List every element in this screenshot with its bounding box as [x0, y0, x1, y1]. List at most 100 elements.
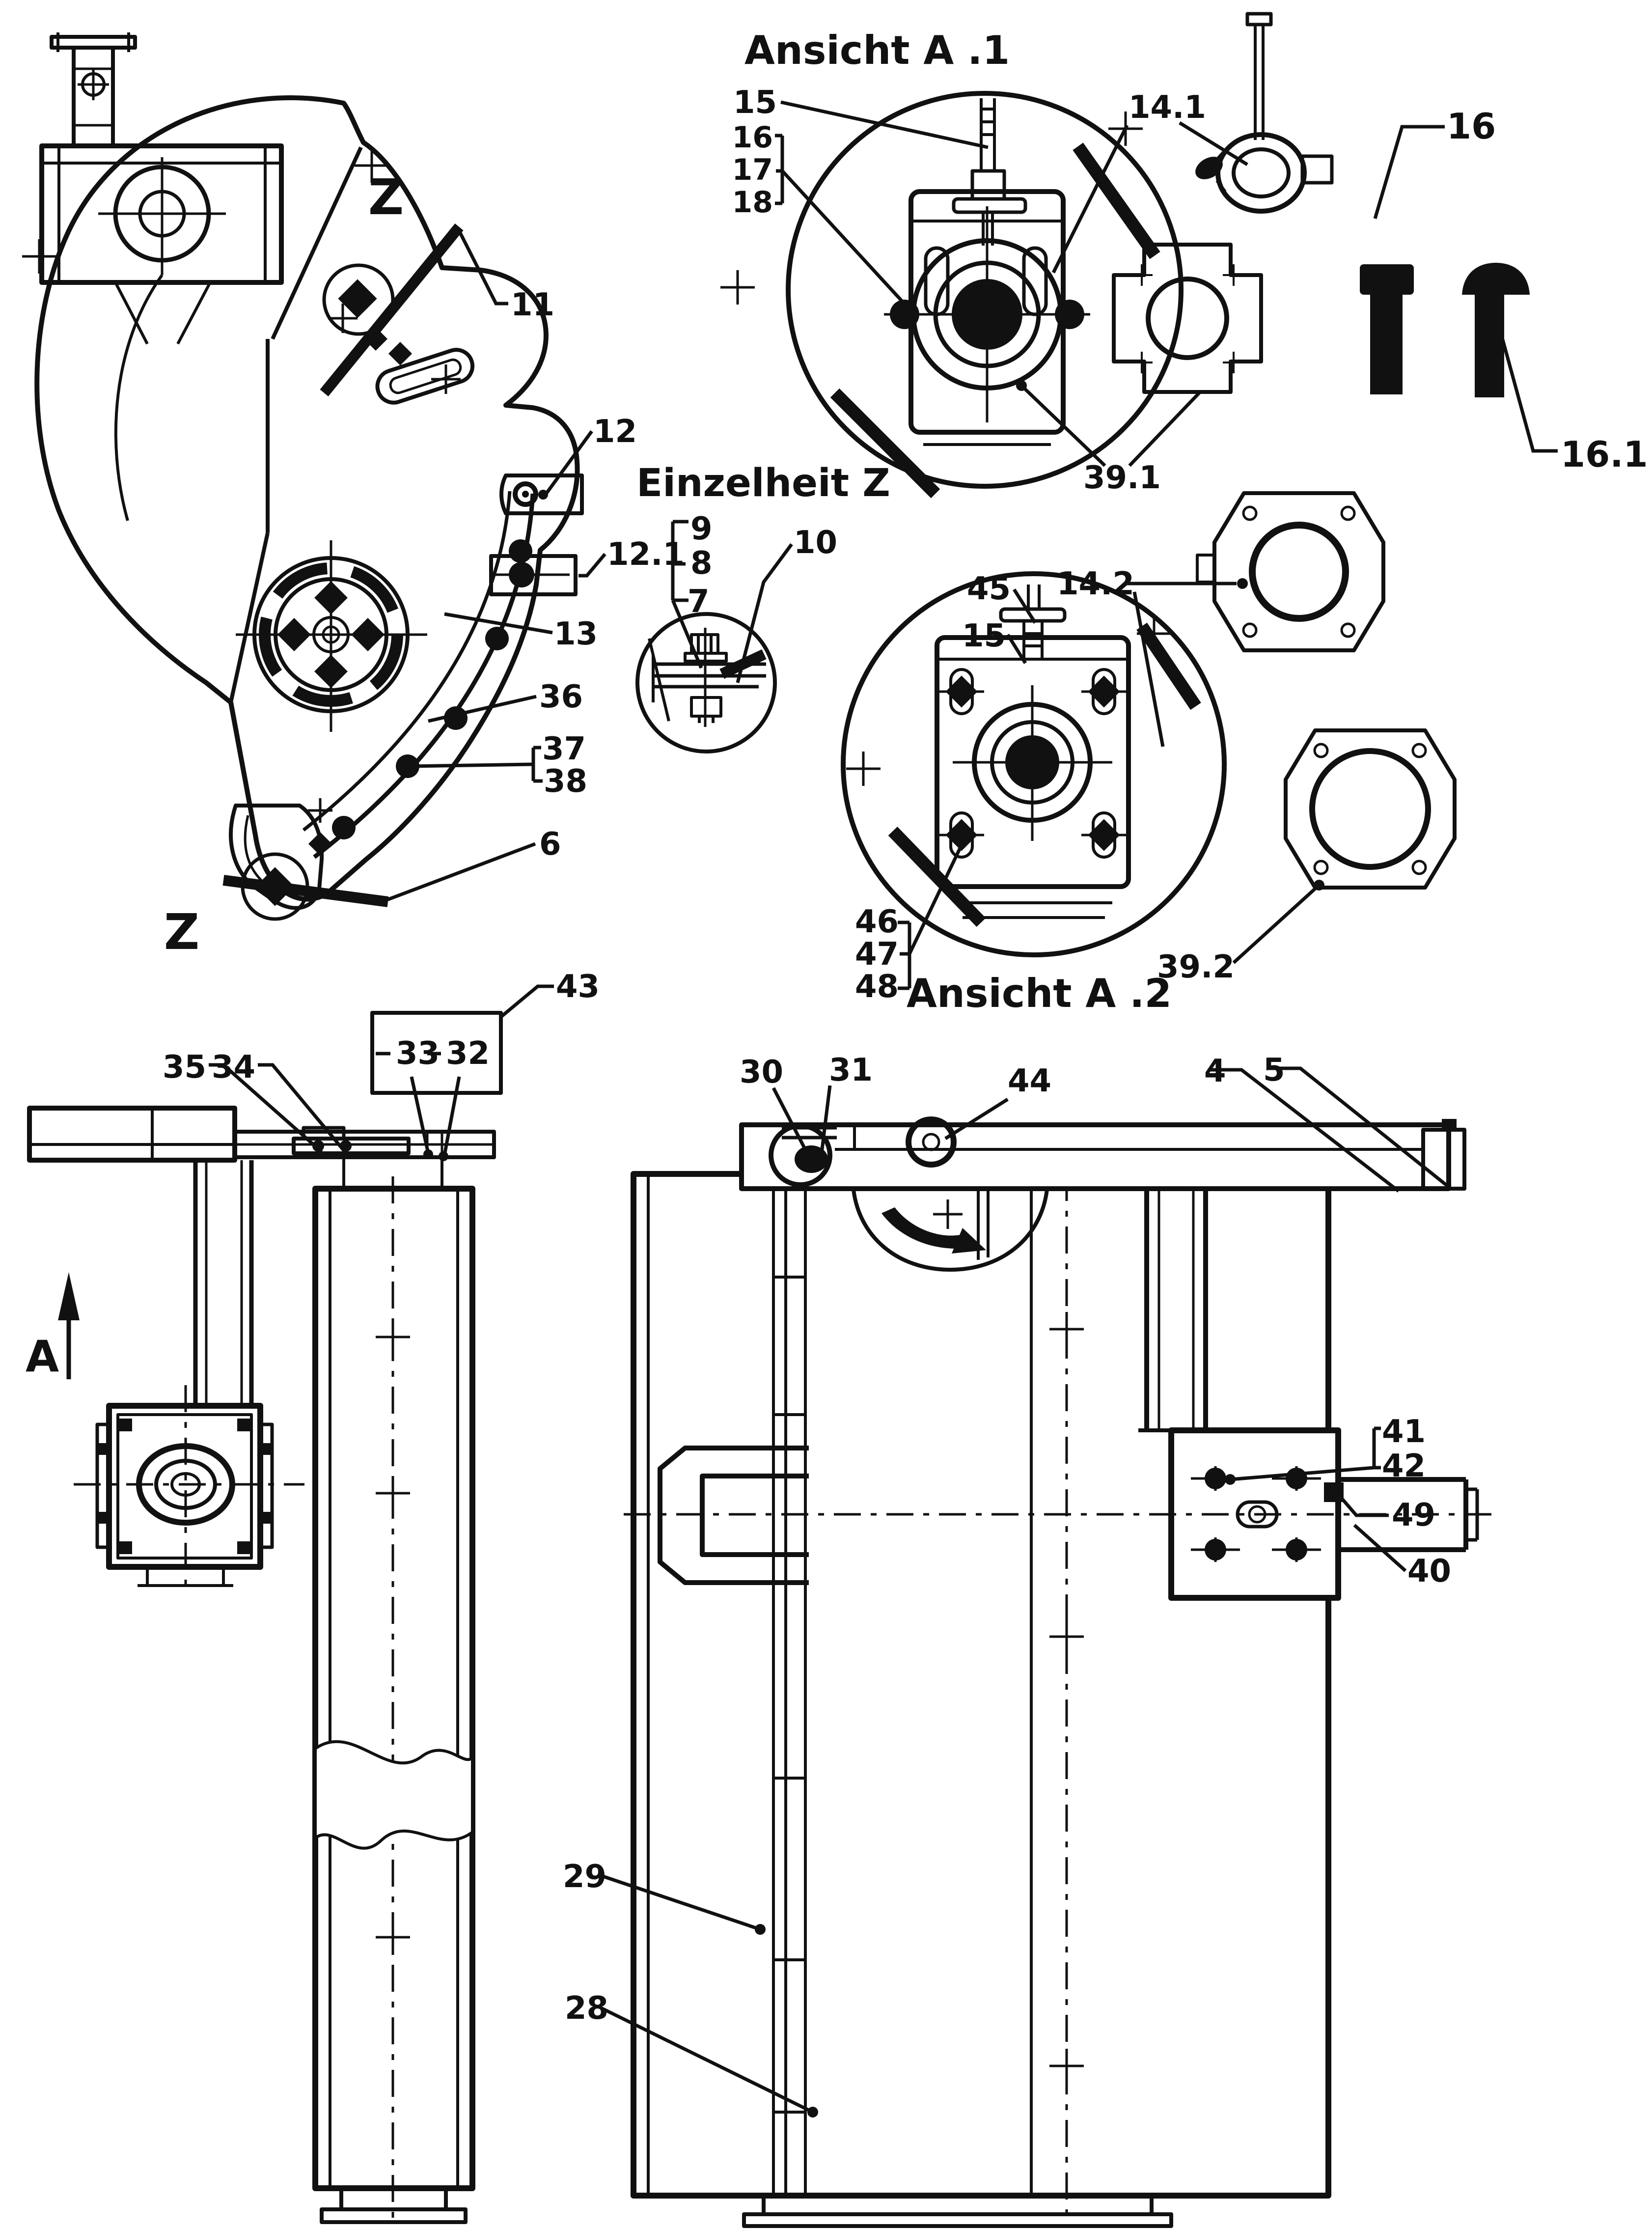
rear-skid	[742, 2194, 1173, 2228]
detail-z-marker-top	[322, 263, 395, 336]
front-top-frame	[27, 1106, 496, 1189]
part-label-12: 12	[593, 414, 637, 450]
part-label-29: 29	[563, 1859, 606, 1895]
blade-a2-lower	[888, 826, 986, 927]
ref-crosses-left	[22, 148, 461, 823]
detail-ansicht-a2	[841, 491, 1457, 990]
rotor-hub	[236, 540, 427, 732]
view-letter-z-bottom: Z	[164, 903, 200, 961]
bolt-16-1	[1462, 263, 1530, 397]
part-label-30: 30	[740, 1054, 783, 1090]
rear-top-frame	[739, 1119, 1466, 1191]
view-letter-z-top: Z	[368, 168, 404, 226]
rear-column	[1138, 1189, 1222, 1432]
part-label-12-1: 12.1	[607, 536, 685, 573]
hub-bolts	[277, 581, 385, 688]
bearing-housing-a2	[935, 635, 1131, 919]
leaders-a2	[898, 578, 1324, 990]
plate-bolts	[1191, 1466, 1321, 1562]
clamp-14-1	[1195, 12, 1334, 214]
part-label-39-2: 39.2	[1157, 949, 1235, 985]
part-label-37: 37	[542, 731, 586, 767]
leaders-front-view	[209, 984, 554, 1156]
plate-12-1	[489, 554, 578, 596]
rear-view	[599, 1066, 1493, 2228]
front-drum	[312, 1176, 475, 2225]
view-arrow-a	[58, 1272, 80, 1379]
blade-pivots	[255, 279, 377, 906]
lifting-ring	[906, 1116, 957, 1168]
part-label-38: 38	[544, 763, 587, 800]
side-view	[22, 32, 606, 921]
part-label-41: 41	[1382, 1414, 1426, 1450]
cross-flange-39-1	[1112, 243, 1263, 394]
ref-crosses-a2	[846, 616, 1171, 786]
part-label-15-a2: 15	[962, 618, 1006, 654]
part-label-44: 44	[1008, 1063, 1051, 1099]
rear-body	[631, 1171, 1331, 2225]
part-label-33: 33	[396, 1035, 440, 1072]
blade-a1-upper	[1073, 142, 1160, 259]
front-column	[193, 1160, 254, 1406]
title-ansicht-a1: Ansicht A .1	[744, 28, 1010, 73]
stud-a1	[952, 98, 1027, 246]
part-label-45: 45	[967, 571, 1011, 607]
cover-plate-39-2	[1284, 728, 1457, 890]
blade-a2-upper	[1136, 622, 1201, 710]
bolt-16	[1360, 264, 1414, 394]
part-label-14-1: 14.1	[1129, 89, 1206, 126]
title-ansicht-a2: Ansicht A .2	[907, 971, 1172, 1016]
part-label-49: 49	[1392, 1497, 1435, 1533]
part-label-16-bolt: 16	[1447, 106, 1496, 147]
part-label-18-a1: 18	[732, 185, 773, 220]
view-letter-a-view: A	[26, 1331, 59, 1382]
part-label-8: 8	[690, 545, 713, 582]
leaders-left-view	[378, 230, 606, 905]
part-label-16-a1: 16	[732, 120, 773, 155]
part-label-42: 42	[1382, 1448, 1426, 1484]
part-label-46: 46	[855, 904, 899, 940]
part-label-16-1: 16.1	[1561, 434, 1648, 475]
flail-blade-bottom	[222, 875, 389, 907]
housing-outline	[34, 95, 580, 902]
part-label-17-a1: 17	[732, 153, 773, 187]
view-letters-layer: Z Z A	[26, 168, 404, 1382]
part-label-13: 13	[554, 616, 598, 652]
corner-bolts-a2	[939, 668, 1127, 859]
part-label-11: 11	[511, 287, 554, 323]
gearbox-housing	[39, 143, 284, 345]
part-labels-layer: 111212.1133637386987101516171814.139.116…	[163, 84, 1648, 2027]
cover-plate-14-2	[1196, 491, 1385, 652]
shackle-hook	[769, 1123, 837, 1187]
leaders-rear-view	[599, 1066, 1451, 2118]
flail-blade-top	[320, 223, 464, 396]
part-label-6: 6	[539, 826, 561, 863]
part-label-32: 32	[446, 1035, 490, 1072]
part-label-34: 34	[212, 1049, 255, 1086]
input-shaft	[50, 32, 137, 148]
plate-12	[499, 474, 584, 515]
ref-crosses-a1	[720, 111, 1143, 305]
part-label-15-a1: 15	[733, 84, 777, 121]
part-label-47: 47	[855, 936, 899, 973]
part-label-14-2: 14.2	[1057, 566, 1134, 602]
bearing-housing-a1	[884, 189, 1090, 446]
part-label-28: 28	[565, 1990, 608, 2027]
part-label-36: 36	[539, 679, 583, 715]
front-view	[27, 984, 554, 2225]
part-label-43: 43	[556, 969, 600, 1005]
part-label-5: 5	[1263, 1052, 1285, 1088]
part-label-35: 35	[163, 1049, 206, 1086]
blade-a1-lower	[830, 388, 940, 499]
part-label-9: 9	[690, 511, 713, 547]
part-label-10: 10	[794, 525, 837, 561]
deflector-flap	[852, 1189, 1049, 1272]
part-label-4: 4	[1204, 1053, 1226, 1089]
detail-ansicht-a1	[720, 12, 1558, 499]
part-label-40: 40	[1407, 1553, 1451, 1589]
front-gearbox	[74, 1385, 304, 1591]
part-label-7: 7	[688, 584, 710, 620]
part-label-48: 48	[855, 969, 899, 1005]
